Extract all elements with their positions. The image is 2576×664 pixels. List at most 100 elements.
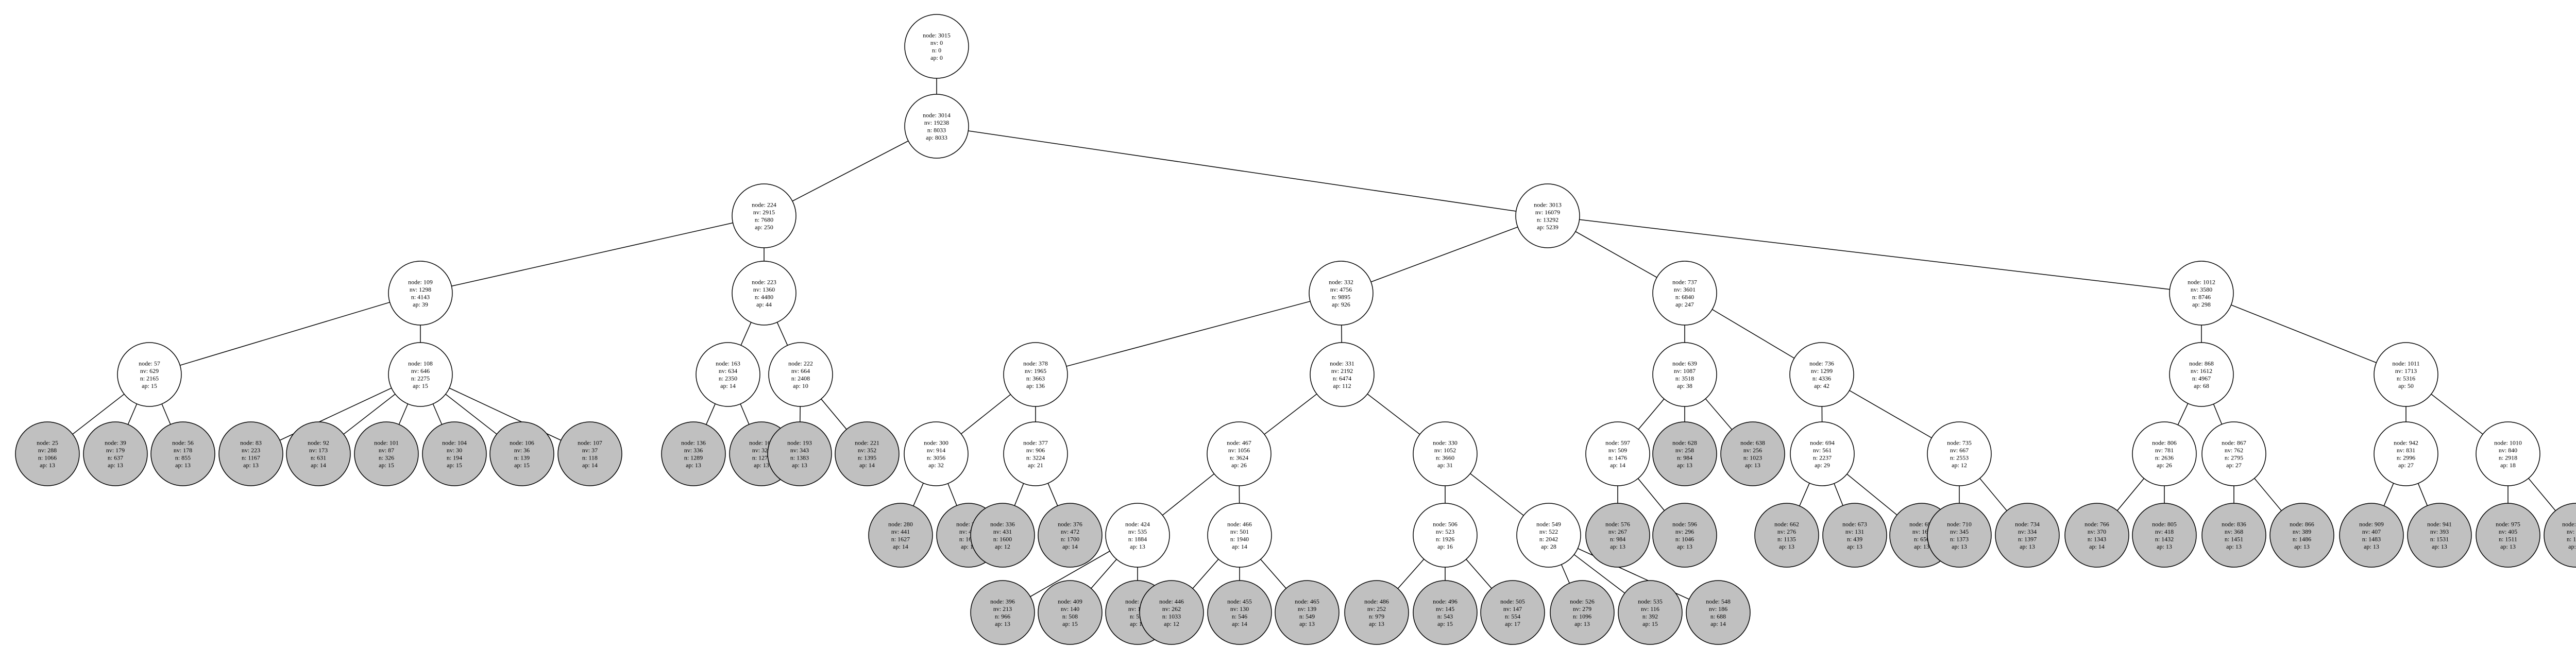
node-label-line: node: 868 (2189, 360, 2214, 367)
node-label-line: n: 1476 (1608, 454, 1627, 461)
node-label-line: nv: 87 (379, 447, 394, 454)
leaf-node-circle (1720, 421, 1785, 486)
internal-node-circle (2201, 421, 2266, 486)
node-label-line: nv: 256 (1743, 447, 1762, 454)
leaf-node-circle (1344, 580, 1409, 645)
edge-377-376 (1047, 483, 1058, 506)
node-label-line: ap: 13 (1369, 620, 1384, 627)
node-label-line: ap: 14 (1232, 543, 1247, 550)
edge-300-299 (947, 483, 957, 506)
leaf-node-circle (2269, 503, 2334, 568)
node-label-line: n: 2408 (791, 374, 810, 382)
node-label-line: nv: 30 (447, 447, 462, 454)
node-label-line: nv: 522 (1539, 528, 1558, 535)
edge-1011-1010 (2431, 394, 2483, 435)
node-label-line: nv: 368 (2225, 528, 2243, 535)
node-label-line: n: 1272 (752, 454, 771, 461)
node-label-line: nv: 296 (1675, 528, 1694, 535)
node-label-line: nv: 634 (719, 367, 737, 374)
node-label-line: node: 330 (1433, 439, 1458, 446)
node-label-line: ap: 26 (1231, 462, 1247, 469)
edge-597-596 (1637, 478, 1665, 511)
internal-node-circle (2169, 261, 2234, 326)
internal-node-circle (1413, 421, 1478, 486)
edge-3014-3013 (968, 130, 1516, 212)
node-label-line: ap: 42 (1814, 382, 1829, 389)
edge-868-806 (2177, 403, 2189, 425)
node-label-line: nv: 0 (930, 39, 943, 46)
node-label-line: ap: 13 (1847, 543, 1862, 550)
node-label-line: n: 3663 (1026, 374, 1045, 382)
edge-736-735 (1849, 390, 1932, 438)
node-label-line: node: 56 (172, 439, 194, 446)
internal-node-circle (1516, 503, 1581, 568)
leaf-node-circle (1652, 503, 1717, 568)
node-label-line: ap: 15 (1062, 620, 1078, 627)
node-label-line: ap: 15 (142, 382, 157, 389)
leaf-node-circle (835, 421, 900, 486)
leaf-node-circle (557, 421, 622, 486)
node-label-line: node: 446 (1159, 598, 1184, 605)
node-label-line: n: 1483 (2362, 535, 2381, 542)
leaf-node-circle (1927, 503, 1992, 568)
leaf-node-circle (1754, 503, 1819, 568)
node-label-line: ap: 50 (2398, 382, 2414, 389)
leaf-node-circle (1652, 421, 1717, 486)
node-label-line: nv: 345 (1950, 528, 1969, 535)
node-label-line: nv: 1056 (1228, 447, 1250, 454)
node-label-line: n: 554 (1505, 612, 1520, 620)
node-label-line: n: 2275 (411, 374, 430, 382)
node-label-line: ap: 15 (1437, 620, 1453, 627)
node-label-line: ap: 13 (1130, 543, 1145, 550)
node-label-line: nv: 173 (309, 447, 328, 454)
node-label-line: ap: 13 (40, 462, 55, 469)
node-label-line: n: 4143 (411, 293, 430, 300)
edge-467-424 (1162, 473, 1215, 516)
node-label-line: nv: 667 (1950, 447, 1969, 454)
node-label-line: ap: 31 (1437, 462, 1453, 469)
leaf-node-circle (2476, 503, 2540, 568)
node-label-line: node: 57 (139, 360, 160, 367)
node-label-line: n: 1373 (1950, 535, 1969, 542)
node-label-line: node: 107 (578, 439, 602, 446)
internal-node-circle (117, 342, 182, 407)
node-label-line: node: 136 (681, 439, 706, 446)
edge-639-638 (1705, 398, 1733, 430)
leaf-node-circle (422, 421, 487, 486)
edge-108-92 (343, 394, 396, 435)
node-label-line: n: 439 (1847, 535, 1862, 542)
node-label-line: n: 4967 (2192, 374, 2211, 382)
internal-node-circle (1105, 503, 1170, 568)
node-label-line: n: 1451 (2225, 535, 2243, 542)
node-label-line: nv: 3601 (1674, 286, 1696, 293)
internal-node-circle (2374, 342, 2438, 407)
node-label-line: nv: 258 (1675, 447, 1694, 454)
node-label-line: n: 8033 (927, 126, 946, 133)
edge-332-378 (1066, 301, 1311, 367)
node-label-line: node: 3015 (923, 31, 951, 39)
node-label-line: ap: 38 (1677, 382, 1692, 389)
node-label-line: n: 3660 (1436, 454, 1454, 461)
edge-806-766 (2116, 478, 2145, 511)
node-label-line: n: 6474 (1333, 374, 1351, 382)
node-label-line: node: 3014 (923, 111, 951, 118)
node-label-line: ap: 14 (1710, 620, 1726, 627)
node-label-line: n: 1940 (1230, 535, 1249, 542)
internal-node-circle (388, 261, 453, 326)
node-label-line: n: 6840 (1675, 293, 1694, 300)
edge-639-597 (1638, 398, 1665, 430)
node-label-line: nv: 334 (2018, 528, 2037, 535)
node-label-line: ap: 13 (1952, 543, 1967, 550)
node-label-line: ap: 13 (1677, 543, 1692, 550)
node-label-line: ap: 14 (2568, 543, 2576, 550)
